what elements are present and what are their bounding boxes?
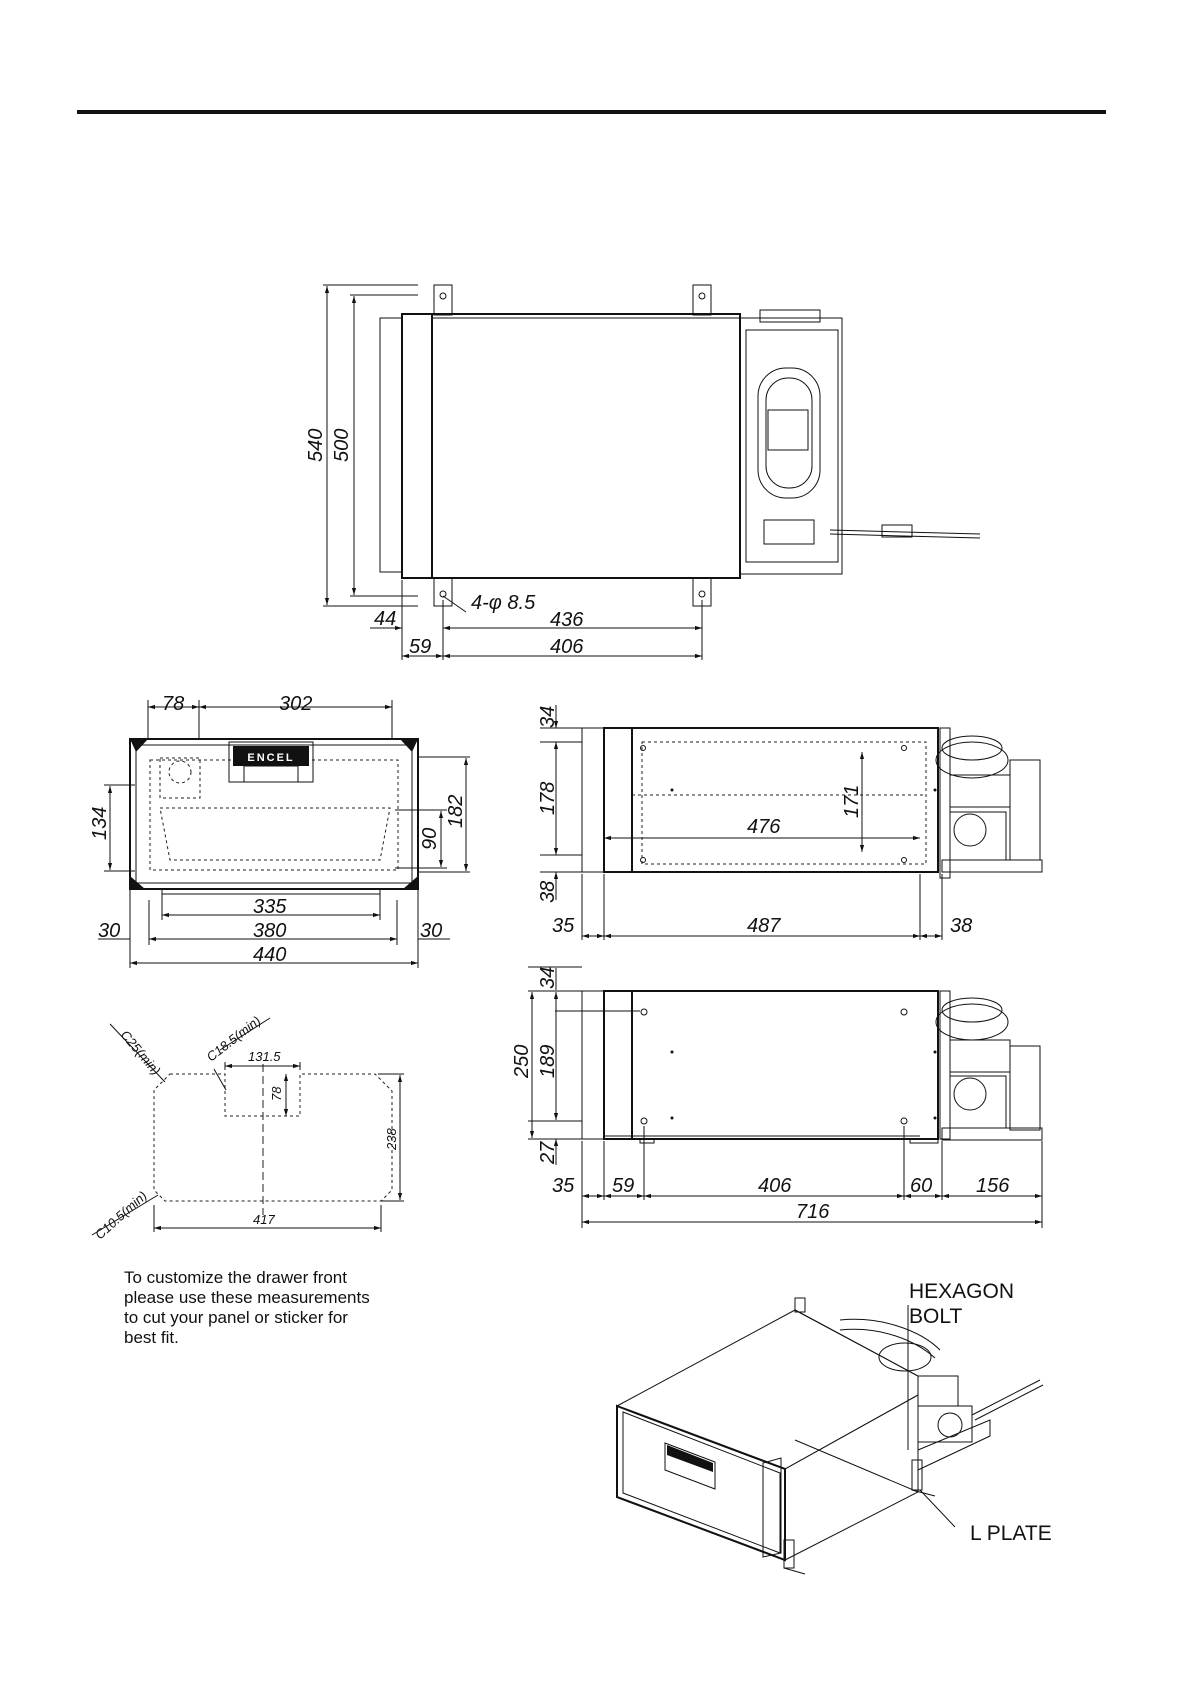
note-line-2: please use these measurements xyxy=(124,1288,370,1307)
dim-35-side2: 35 xyxy=(552,1175,575,1197)
dim-59: 59 xyxy=(409,636,431,658)
dim-406-side2: 406 xyxy=(758,1175,792,1197)
dim-c10: C10.5(min) xyxy=(92,1188,150,1242)
dim-335: 335 xyxy=(253,896,287,918)
side-view-2 xyxy=(528,966,1043,1228)
dim-34-side1: 34 xyxy=(537,706,559,728)
panel-template xyxy=(91,1017,404,1236)
dim-hole: 4-φ 8.5 xyxy=(471,592,536,614)
dim-178: 178 xyxy=(537,782,559,815)
dim-30-left: 30 xyxy=(98,920,120,942)
l-plate-label: L PLATE xyxy=(970,1522,1052,1545)
dim-78-front: 78 xyxy=(162,693,184,715)
dim-417: 417 xyxy=(253,1212,275,1227)
dim-250: 250 xyxy=(511,1045,533,1079)
dim-440: 440 xyxy=(253,944,286,966)
hexagon-bolt-label-line2: BOLT xyxy=(909,1305,962,1328)
dim-182: 182 xyxy=(445,795,467,828)
note-line-4: best fit. xyxy=(124,1328,179,1347)
dim-302: 302 xyxy=(279,693,312,715)
customization-note: To customize the drawer front please use… xyxy=(124,1268,414,1348)
top-view xyxy=(323,284,981,660)
dim-78-cut: 78 xyxy=(269,1086,284,1101)
dim-500: 500 xyxy=(331,429,353,462)
dim-44: 44 xyxy=(374,608,396,630)
hexagon-bolt-label-line1: HEXAGON xyxy=(909,1280,1014,1303)
brand-logo: ENCEL xyxy=(247,752,294,764)
note-line-1: To customize the drawer front xyxy=(124,1268,347,1287)
dim-406: 406 xyxy=(550,636,584,658)
dim-134: 134 xyxy=(89,807,111,840)
dim-38-horizontal: 38 xyxy=(950,915,972,937)
dim-38-vertical: 38 xyxy=(537,881,559,903)
front-view: ENCEL xyxy=(98,700,470,968)
dim-380: 380 xyxy=(253,920,286,942)
dim-30-right: 30 xyxy=(420,920,442,942)
dim-716: 716 xyxy=(796,1201,830,1223)
dim-540: 540 xyxy=(305,429,327,462)
dim-131: 131.5 xyxy=(248,1049,281,1064)
side-view-1 xyxy=(540,705,1043,940)
dim-90: 90 xyxy=(419,828,441,850)
dim-436: 436 xyxy=(550,609,584,631)
dim-60: 60 xyxy=(910,1175,932,1197)
dim-487: 487 xyxy=(747,915,781,937)
dim-35-side1: 35 xyxy=(552,915,575,937)
dim-27: 27 xyxy=(537,1141,559,1165)
dim-c25: C25(min) xyxy=(118,1027,164,1078)
isometric-view xyxy=(615,1297,1044,1575)
dim-189: 189 xyxy=(537,1045,559,1078)
dim-171: 171 xyxy=(841,785,863,818)
note-line-3: to cut your panel or sticker for xyxy=(124,1308,348,1327)
dim-34-side2: 34 xyxy=(537,967,559,989)
dim-59-side2: 59 xyxy=(612,1175,634,1197)
dim-156: 156 xyxy=(976,1175,1010,1197)
dim-238: 238 xyxy=(384,1128,399,1151)
dim-476: 476 xyxy=(747,816,781,838)
